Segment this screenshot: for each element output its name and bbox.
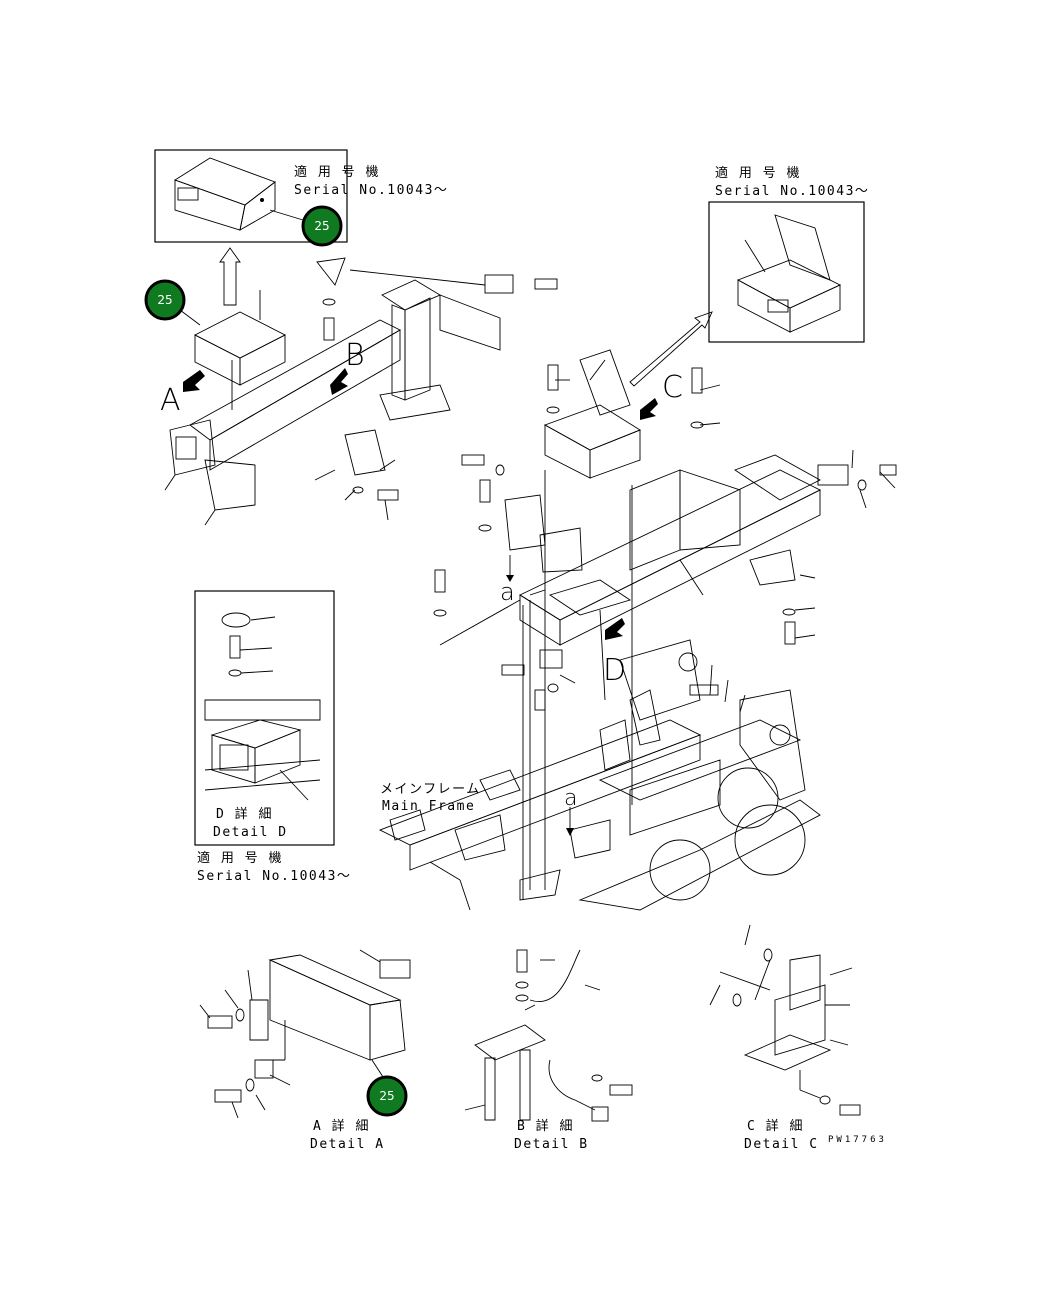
badge-25-left[interactable]: 25 <box>144 279 186 321</box>
drawing-number: PW17763 <box>828 1135 887 1145</box>
detail-c <box>709 924 861 1116</box>
view-letter-a: A <box>160 383 181 418</box>
view-letter-b: B <box>345 338 365 373</box>
detail-b <box>464 949 633 1122</box>
inset-top-left <box>154 149 348 243</box>
view-letter-a-lower-1: a <box>500 578 515 606</box>
serial-en-3: Serial No.10043〜 <box>197 869 351 884</box>
detail-b-en: Detail B <box>514 1137 589 1152</box>
serial-jp-3: 適 用 号 機 <box>197 850 283 866</box>
inset-top-right <box>708 201 865 343</box>
detail-a-en: Detail A <box>310 1137 385 1152</box>
main-frame-jp: メインフレーム <box>380 782 481 797</box>
detail-a-jp: A 詳 細 <box>313 1118 370 1134</box>
middle-frame-assembly <box>433 311 897 900</box>
detail-d-box <box>194 590 335 846</box>
view-letter-c: C <box>662 370 683 405</box>
serial-jp-1: 適 用 号 機 <box>294 164 380 180</box>
upper-left-assembly <box>164 247 558 526</box>
detail-d-jp: D 詳 細 <box>216 806 273 822</box>
badge-label: 25 <box>314 219 329 233</box>
detail-d-en: Detail D <box>213 825 288 840</box>
badge-label: 25 <box>157 293 172 307</box>
badge-25-inset[interactable]: 25 <box>301 205 343 247</box>
main-frame-en: Main Frame <box>382 799 475 814</box>
serial-en-1: Serial No.10043〜 <box>294 183 448 198</box>
serial-jp-2: 適 用 号 機 <box>715 165 801 181</box>
detail-b-jp: B 詳 細 <box>517 1118 574 1134</box>
serial-en-2: Serial No.10043〜 <box>715 184 869 199</box>
detail-c-jp: C 詳 細 <box>747 1118 804 1134</box>
view-letter-d: D <box>603 653 626 688</box>
detail-a <box>199 949 411 1119</box>
view-letter-a-lower-2: a <box>564 786 577 811</box>
badge-25-detail-a[interactable]: 25 <box>366 1075 408 1117</box>
main-frame <box>378 609 821 911</box>
badge-label: 25 <box>379 1089 394 1103</box>
detail-c-en: Detail C <box>744 1137 819 1152</box>
